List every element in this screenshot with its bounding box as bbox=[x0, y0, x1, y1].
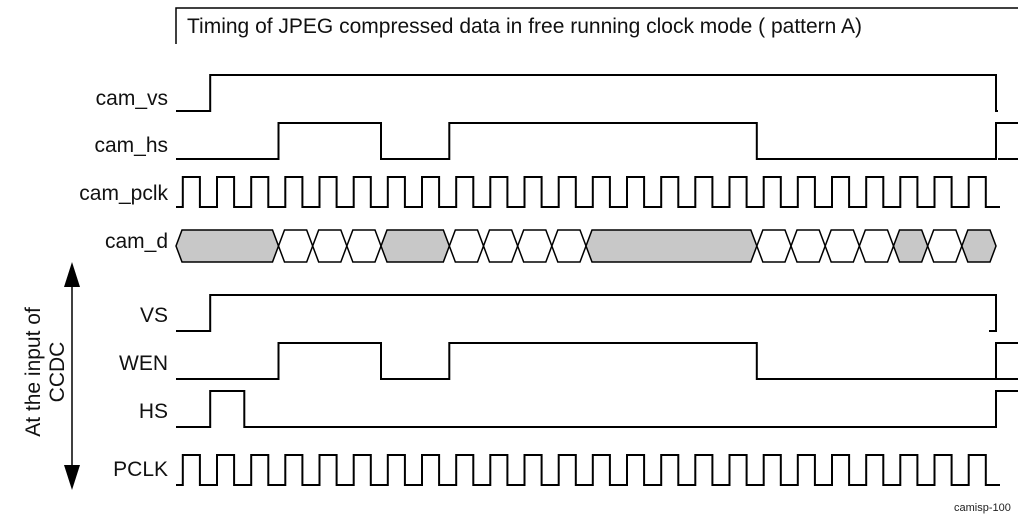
title-box: Timing of JPEG compressed data in free r… bbox=[175, 7, 1018, 44]
waveforms bbox=[175, 74, 1018, 486]
cam-d-data-cell bbox=[756, 229, 792, 263]
cam-d-data-cell bbox=[448, 229, 485, 263]
cam-d-data-cell bbox=[380, 229, 451, 263]
signal-label-cam-d: cam_d bbox=[105, 230, 168, 253]
hs-waveform bbox=[176, 390, 1018, 428]
side-label-line-1: At the input of bbox=[22, 307, 45, 437]
cam-d-data-cell bbox=[961, 229, 997, 263]
signal-label-cam-hs: cam_hs bbox=[94, 134, 168, 157]
cam-d-data-cell bbox=[516, 229, 553, 263]
cam-hs-waveform bbox=[176, 122, 1018, 160]
signal-label-wen: WEN bbox=[119, 352, 168, 375]
ccdc-range-arrow bbox=[64, 262, 80, 490]
arrow-down-icon bbox=[64, 465, 80, 490]
signal-labels: cam_vs cam_hs cam_pclk cam_d VS WEN HS P… bbox=[79, 87, 168, 481]
cam-d-data-cell bbox=[346, 229, 382, 263]
side-label-line-2: CCDC bbox=[46, 342, 69, 403]
vs-waveform bbox=[176, 294, 997, 332]
cam-d-data-cell bbox=[277, 229, 314, 263]
wen-waveform bbox=[176, 342, 1018, 380]
signal-label-cam-vs: cam_vs bbox=[96, 87, 168, 110]
cam-d-data-cell bbox=[175, 229, 280, 263]
signal-label-hs: HS bbox=[139, 400, 168, 423]
cam-d-data-cell bbox=[892, 229, 929, 263]
pclk-waveform bbox=[176, 454, 1000, 486]
cam-d-data-cell bbox=[585, 229, 758, 263]
cam-vs-waveform bbox=[176, 74, 998, 112]
cam-d-data-cell bbox=[926, 229, 963, 263]
signal-label-pclk: PCLK bbox=[113, 458, 168, 481]
cam-d-data-cell bbox=[311, 229, 348, 263]
diagram-title: Timing of JPEG compressed data in free r… bbox=[187, 15, 862, 38]
figure-id: camisp-100 bbox=[954, 502, 1011, 514]
cam-d-data-cell bbox=[551, 229, 587, 263]
cam-pclk-waveform bbox=[176, 176, 1000, 208]
signal-label-vs: VS bbox=[140, 304, 168, 327]
cam-d-data-cell bbox=[790, 229, 826, 263]
cam-d-data-cell bbox=[824, 229, 861, 263]
signal-label-cam-pclk: cam_pclk bbox=[79, 182, 168, 205]
cam-d-data-cell bbox=[482, 229, 519, 263]
cam-d-data-cell bbox=[858, 229, 895, 263]
side-label: At the input of CCDC bbox=[22, 307, 69, 437]
arrow-up-icon bbox=[64, 262, 80, 287]
